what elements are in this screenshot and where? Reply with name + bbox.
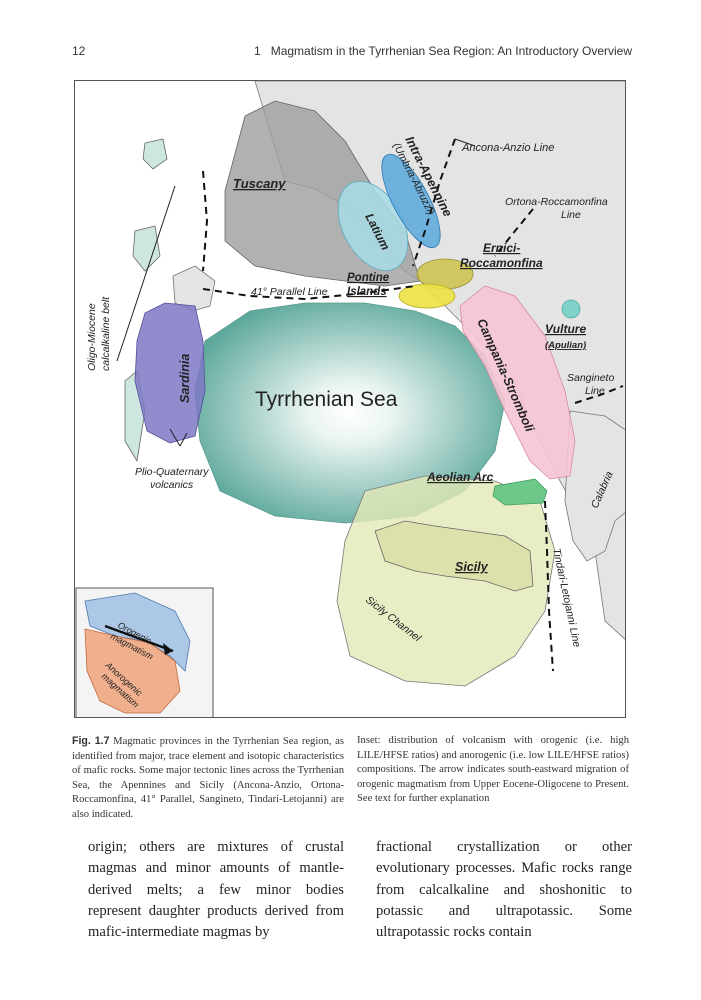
label-plio-2: volcanics (150, 479, 194, 491)
map-svg: Ancona-Anzio Line Intra-Apennine (Umbria… (75, 81, 625, 717)
arrow-ancona (454, 138, 476, 147)
label-sangineto-1: Sangineto (567, 372, 614, 384)
label-plio-1: Plio-Quaternary (135, 466, 209, 478)
label-41-parallel: 41° Parallel Line (251, 286, 328, 298)
region-sardinia (134, 302, 206, 444)
label-ernici-2: Roccamonfina (460, 256, 543, 270)
label-ernici-1: Ernici- (483, 241, 520, 255)
label-ortona-2: Line (561, 209, 581, 221)
figure-caption-label: Fig. 1.7 (72, 735, 110, 747)
inset-map: Orogenic magmatism Anorogenic magmatism (75, 587, 214, 717)
label-apulian: (Apulian) (545, 340, 586, 351)
line-ortona-roccamonfina (494, 208, 534, 257)
label-aeolian-arc: Aeolian Arc (426, 470, 494, 484)
corsica-landmass (172, 265, 216, 312)
label-pontine-1: Pontine (347, 272, 390, 284)
label-ancona-anzio: Ancona-Anzio Line (461, 142, 554, 154)
body-text-right: fractional crystallization or other evol… (376, 839, 632, 941)
body-text-left: origin; others are mixtures of crustal m… (88, 839, 344, 941)
label-sardinia: Sardinia (178, 354, 192, 403)
region-intra-apennine (381, 153, 441, 249)
label-vulture: Vulture (545, 322, 586, 336)
region-vulture (561, 299, 581, 319)
running-title: 1 Magmatism in the Tyrrhenian Sea Region… (254, 44, 632, 58)
label-oligo-1: Oligo-Miocene (86, 303, 98, 371)
label-oligo-2: calcalkaline belt (100, 296, 112, 371)
arrow-plio-2 (179, 432, 188, 447)
figure-caption-left: Fig. 1.7 Magmatic provinces in the Tyrrh… (72, 734, 344, 823)
label-tuscany: Tuscany (233, 176, 286, 191)
label-tyrrhenian-sea: Tyrrhenian Sea (255, 388, 398, 411)
figure-caption-text-left: Magmatic provinces in the Tyrrhenian Sea… (72, 736, 345, 820)
label-sicily: Sicily (455, 560, 489, 574)
region-aeolian-arc (492, 478, 548, 506)
calcalkaline-belt (142, 138, 168, 170)
line-41-parallel (202, 285, 416, 301)
label-pontine-2: Islands (347, 286, 387, 298)
arrow-plio (169, 428, 181, 447)
label-ortona-1: Ortona-Roccamonfina (505, 196, 608, 208)
line-tindari-letojanni (544, 500, 554, 672)
label-tindari-letojanni: Tindari-Letojanni Line (550, 547, 583, 648)
figure-caption-right: Inset: distribution of volcanism with or… (357, 735, 629, 805)
calabria-landmass (564, 410, 625, 562)
arrow-calcalkaline (116, 185, 176, 362)
line-sangineto (574, 385, 624, 404)
sicily-island (374, 520, 534, 592)
tyrrhenian-sea (194, 302, 506, 524)
line-tuscany-corsica (202, 170, 209, 272)
label-sangineto-2: Line (585, 385, 605, 397)
figure-map: Ancona-Anzio Line Intra-Apennine (Umbria… (74, 80, 626, 718)
calcalkaline-belt-2 (132, 225, 161, 272)
running-header: 12 1 Magmatism in the Tyrrhenian Sea Reg… (72, 44, 632, 62)
region-campania-stromboli (459, 285, 576, 480)
page-number: 12 (72, 44, 86, 58)
region-pontine-islands (398, 283, 456, 309)
